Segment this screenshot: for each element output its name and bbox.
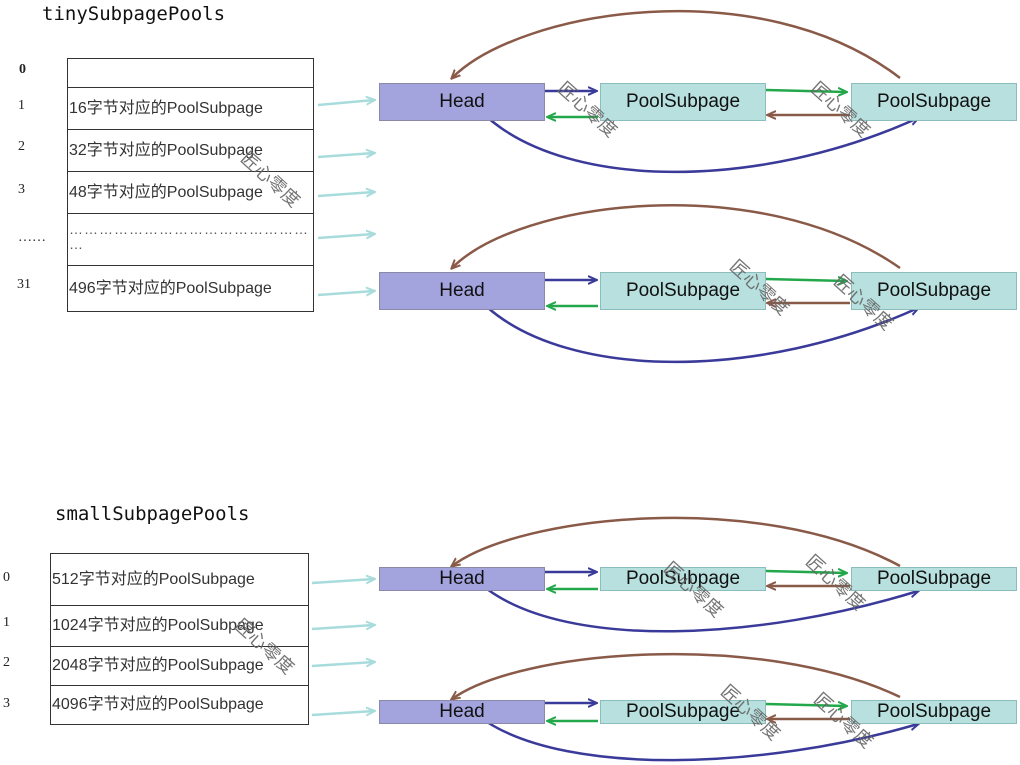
subpage-node-row-3-b: PoolSubpage bbox=[851, 567, 1017, 591]
subpage-node-row-2-b: PoolSubpage bbox=[851, 272, 1017, 310]
small-index-1: 1 bbox=[3, 615, 10, 630]
subpage-node-row-1-b: PoolSubpage bbox=[851, 83, 1017, 121]
tiny-cell-496: 496字节对应的PoolSubpage bbox=[67, 265, 314, 312]
tiny-cell-ellipsis: ………………………………………… … bbox=[67, 213, 314, 266]
connector-tiny-2 bbox=[317, 153, 374, 157]
subpage-node-row-1-a: PoolSubpage bbox=[600, 83, 766, 121]
subpage-node-row-2-a: PoolSubpage bbox=[600, 272, 766, 310]
tiny-cell-48: 48字节对应的PoolSubpage bbox=[67, 171, 314, 214]
connector-small-3 bbox=[311, 711, 374, 715]
small-connectors bbox=[311, 579, 374, 715]
small-cell-2048: 2048字节对应的PoolSubpage bbox=[50, 646, 309, 686]
head-node-row-4: Head bbox=[379, 700, 545, 724]
subpage-node-row-4-a: PoolSubpage bbox=[600, 700, 766, 724]
connector-small-0 bbox=[311, 579, 374, 583]
connector-small-1 bbox=[311, 625, 374, 629]
tiny-index-1: 1 bbox=[18, 98, 25, 113]
connector-tiny-3 bbox=[317, 192, 374, 196]
connector-small-2 bbox=[311, 662, 374, 666]
tiny-cell-32: 32字节对应的PoolSubpage bbox=[67, 129, 314, 172]
connector-tiny-ellipsis bbox=[317, 234, 374, 238]
connector-tiny-31 bbox=[317, 291, 374, 295]
tiny-cell-0 bbox=[67, 58, 314, 88]
tiny-pools-title: tinySubpagePools bbox=[42, 3, 226, 25]
head-node-row-3: Head bbox=[379, 567, 545, 591]
head-node-row-1: Head bbox=[379, 83, 545, 121]
small-pools-title: smallSubpagePools bbox=[55, 503, 250, 525]
tiny-cell-16: 16字节对应的PoolSubpage bbox=[67, 87, 314, 130]
tiny-index-31: 31 bbox=[17, 277, 31, 292]
head-node-row-2: Head bbox=[379, 272, 545, 310]
connector-tiny-1 bbox=[317, 100, 374, 107]
tiny-index-0: 0 bbox=[19, 62, 26, 77]
small-index-2: 2 bbox=[3, 655, 10, 670]
small-index-0: 0 bbox=[3, 570, 10, 585]
small-cell-4096: 4096字节对应的PoolSubpage bbox=[50, 685, 309, 725]
tiny-index-3: 3 bbox=[18, 182, 25, 197]
tiny-cell-ellipsis-tail: … bbox=[69, 236, 84, 253]
tiny-index-ellipsis: …… bbox=[18, 230, 46, 245]
tiny-index-2: 2 bbox=[18, 139, 25, 154]
tiny-cell-ellipsis-text: ………………………………………… bbox=[69, 221, 309, 237]
tiny-connectors bbox=[317, 100, 374, 295]
subpage-node-row-4-b: PoolSubpage bbox=[851, 700, 1017, 724]
subpage-node-row-3-a: PoolSubpage bbox=[600, 567, 766, 591]
small-cell-512: 512字节对应的PoolSubpage bbox=[50, 553, 309, 606]
small-index-3: 3 bbox=[3, 696, 10, 711]
